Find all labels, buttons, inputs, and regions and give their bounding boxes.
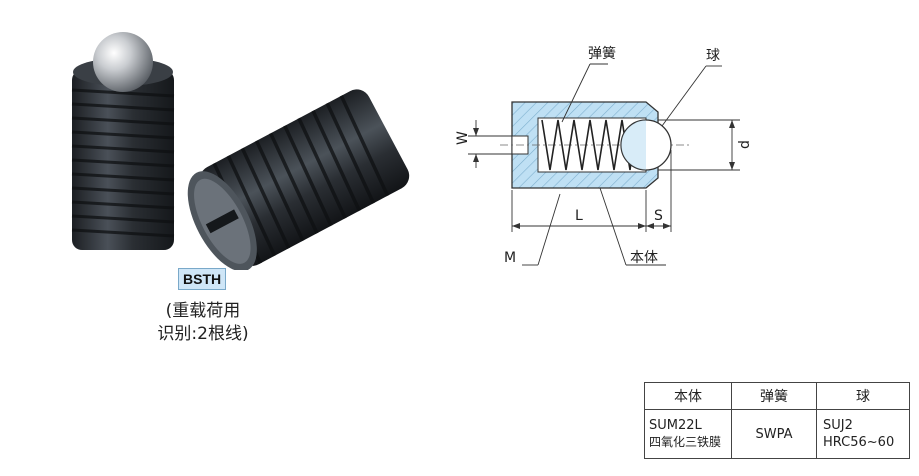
label-ball: 球 [706, 48, 720, 64]
product-note-line-2: 识别:2根线) [157, 324, 249, 344]
header-spring: 弹簧 [731, 382, 817, 410]
cell-ball-material: SUJ2 HRC56~60 [816, 409, 910, 459]
ball-hardness: HRC56~60 [823, 435, 895, 450]
product-photo [71, 32, 410, 270]
cell-spring-material: SWPA [731, 409, 817, 459]
ball-material: SUJ2 [823, 418, 853, 433]
body-material: SUM22L [649, 418, 702, 433]
slot-icon [205, 209, 239, 234]
label-w: W [455, 131, 471, 145]
cross-section-diagram: 弹簧 球 本体 W d L S M [455, 46, 753, 266]
cell-body-material: SUM22L 四氧化三铁膜 [644, 409, 732, 459]
label-s: S [654, 208, 663, 224]
vertical-ball-plunger [71, 32, 175, 250]
label-spring: 弹簧 [588, 46, 616, 62]
header-body: 本体 [644, 382, 732, 410]
header-ball: 球 [816, 382, 910, 410]
body-finish: 四氧化三铁膜 [649, 435, 722, 449]
product-code-badge: BSTH [178, 268, 227, 290]
label-d: d [737, 140, 753, 149]
product-note: (重载荷用 识别:2根线) [128, 300, 278, 346]
label-m: M [504, 250, 516, 266]
material-spec-table: 本体 弹簧 球 SUM22L 四氧化三铁膜 SWPA SUJ2 HRC56~60 [644, 382, 910, 459]
label-l: L [575, 208, 583, 224]
horizontal-ball-plunger [187, 89, 410, 270]
ball-icon [93, 32, 153, 92]
label-body: 本体 [630, 250, 658, 266]
spec-header-row: 本体 弹簧 球 [644, 382, 910, 410]
spec-value-row: SUM22L 四氧化三铁膜 SWPA SUJ2 HRC56~60 [644, 409, 910, 459]
spring-coil [541, 119, 637, 171]
product-note-line-1: (重载荷用 [165, 301, 241, 321]
